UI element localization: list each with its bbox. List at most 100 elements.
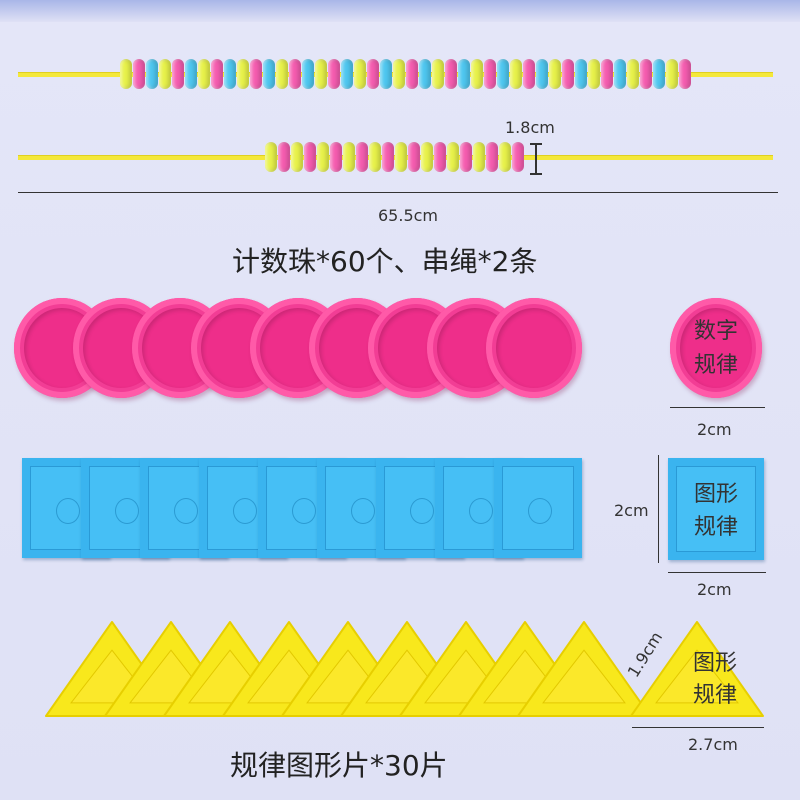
bead <box>419 59 431 89</box>
bead <box>536 59 548 89</box>
square-dimple <box>174 498 198 524</box>
caption-beads-and-ropes: 计数珠*60个、串绳*2条 <box>232 245 538 278</box>
bead <box>434 142 446 172</box>
square-width-label: 2cm <box>697 580 732 599</box>
bead <box>549 59 561 89</box>
square-height-label: 2cm <box>614 501 649 520</box>
bead <box>146 59 158 89</box>
bead <box>512 142 524 172</box>
square-dimple <box>115 498 139 524</box>
bead <box>237 59 249 89</box>
bead <box>330 142 342 172</box>
bead <box>471 59 483 89</box>
bead <box>458 59 470 89</box>
bead <box>356 142 368 172</box>
bead <box>343 142 355 172</box>
bead <box>263 59 275 89</box>
bead <box>250 59 262 89</box>
bead-height-marker-bottom <box>530 173 542 175</box>
bead <box>460 142 472 172</box>
bead-height-marker-top <box>530 143 542 145</box>
bead <box>276 59 288 89</box>
disc <box>486 298 582 398</box>
bead <box>562 59 574 89</box>
bead <box>406 59 418 89</box>
bead <box>341 59 353 89</box>
bead <box>289 59 301 89</box>
disc-size-line <box>670 407 765 408</box>
square-dimple <box>410 498 434 524</box>
bead <box>601 59 613 89</box>
bead <box>211 59 223 89</box>
bead <box>369 142 381 172</box>
bead <box>367 59 379 89</box>
square <box>494 458 582 558</box>
bead <box>588 59 600 89</box>
bead <box>408 142 420 172</box>
bead <box>497 59 509 89</box>
bead-height-marker <box>535 143 537 175</box>
bead <box>328 59 340 89</box>
bead <box>432 59 444 89</box>
disc-tag-line-2: 规律 <box>693 353 738 378</box>
bead <box>575 59 587 89</box>
bead <box>133 59 145 89</box>
triangle-tag-line-2: 规律 <box>692 683 737 708</box>
square-dimple <box>233 498 257 524</box>
bead <box>484 59 496 89</box>
bead <box>473 142 485 172</box>
disc-tag-line-1: 数字 <box>693 319 738 344</box>
bead <box>614 59 626 89</box>
sample-triangle <box>630 621 764 717</box>
bead <box>421 142 433 172</box>
bead <box>354 59 366 89</box>
bead <box>224 59 236 89</box>
square-dimple <box>56 498 80 524</box>
bead <box>185 59 197 89</box>
square-dimple <box>469 498 493 524</box>
square-dimple <box>528 498 552 524</box>
bead <box>395 142 407 172</box>
triangle-tag-line-1: 图形 <box>692 651 737 676</box>
square-tag-line-1: 图形 <box>693 482 738 507</box>
bead <box>510 59 522 89</box>
bead <box>304 142 316 172</box>
bead <box>653 59 665 89</box>
triangle-base-line <box>632 727 764 728</box>
bead <box>627 59 639 89</box>
top-gradient-bar <box>0 0 800 22</box>
triangle-base-label: 2.7cm <box>688 735 738 754</box>
bead <box>120 59 132 89</box>
square-dimple <box>292 498 316 524</box>
rope-length-line <box>18 192 778 193</box>
bead <box>640 59 652 89</box>
caption-pattern-pieces: 规律图形片*30片 <box>230 749 448 782</box>
square-tag-line-2: 规律 <box>693 515 738 540</box>
square-dimple <box>351 498 375 524</box>
bead <box>382 142 394 172</box>
bead <box>380 59 392 89</box>
bead <box>679 59 691 89</box>
triangle <box>517 621 651 717</box>
disc-size-label: 2cm <box>697 420 732 439</box>
bead <box>315 59 327 89</box>
bead <box>447 142 459 172</box>
bead <box>198 59 210 89</box>
bead <box>302 59 314 89</box>
bead <box>523 59 535 89</box>
square-width-line <box>668 572 766 573</box>
sample-square <box>668 458 764 560</box>
bead <box>499 142 511 172</box>
bead <box>666 59 678 89</box>
bead <box>172 59 184 89</box>
bead <box>317 142 329 172</box>
rope-length-label: 65.5cm <box>378 206 439 225</box>
bead <box>393 59 405 89</box>
bead <box>445 59 457 89</box>
bead <box>265 142 277 172</box>
bead <box>291 142 303 172</box>
bead-height-label: 1.8cm <box>505 118 555 137</box>
bead <box>159 59 171 89</box>
sample-disc <box>670 298 762 398</box>
